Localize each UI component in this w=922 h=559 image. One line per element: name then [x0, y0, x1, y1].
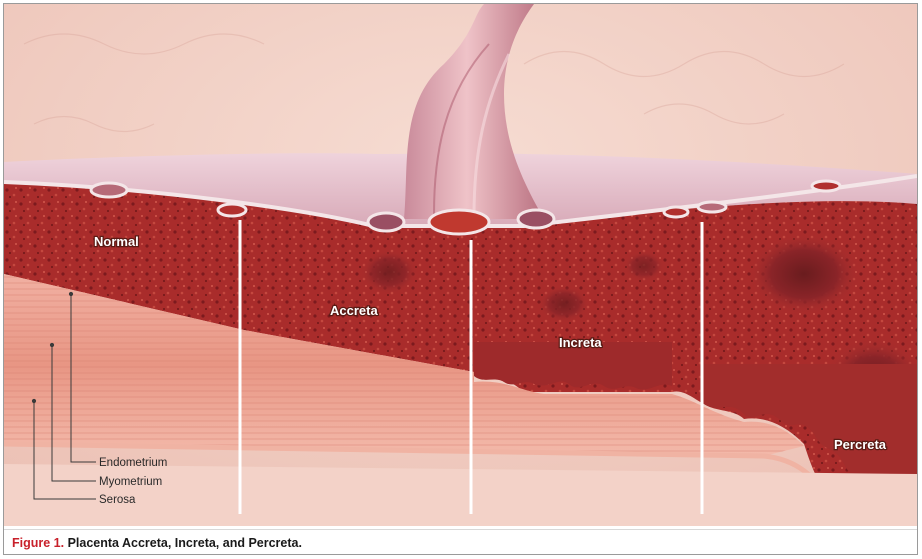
figure-frame: Normal Accreta Increta Percreta Endometr…: [3, 3, 918, 555]
label-increta: Increta: [559, 335, 602, 350]
label-normal: Normal: [94, 234, 139, 249]
label-accreta: Accreta: [330, 303, 378, 318]
figure-number: Figure 1.: [12, 536, 64, 550]
caption-bar: Figure 1. Placenta Accreta, Increta, and…: [4, 529, 917, 555]
label-myometrium: Myometrium: [99, 476, 162, 488]
figure-caption: Figure 1. Placenta Accreta, Increta, and…: [12, 536, 302, 550]
figure-title: Placenta Accreta, Increta, and Percreta.: [68, 536, 302, 550]
label-percreta: Percreta: [834, 437, 887, 452]
label-serosa: Serosa: [99, 494, 136, 506]
placenta-illustration: Normal Accreta Increta Percreta Endometr…: [4, 4, 917, 526]
label-endometrium: Endometrium: [99, 457, 167, 469]
